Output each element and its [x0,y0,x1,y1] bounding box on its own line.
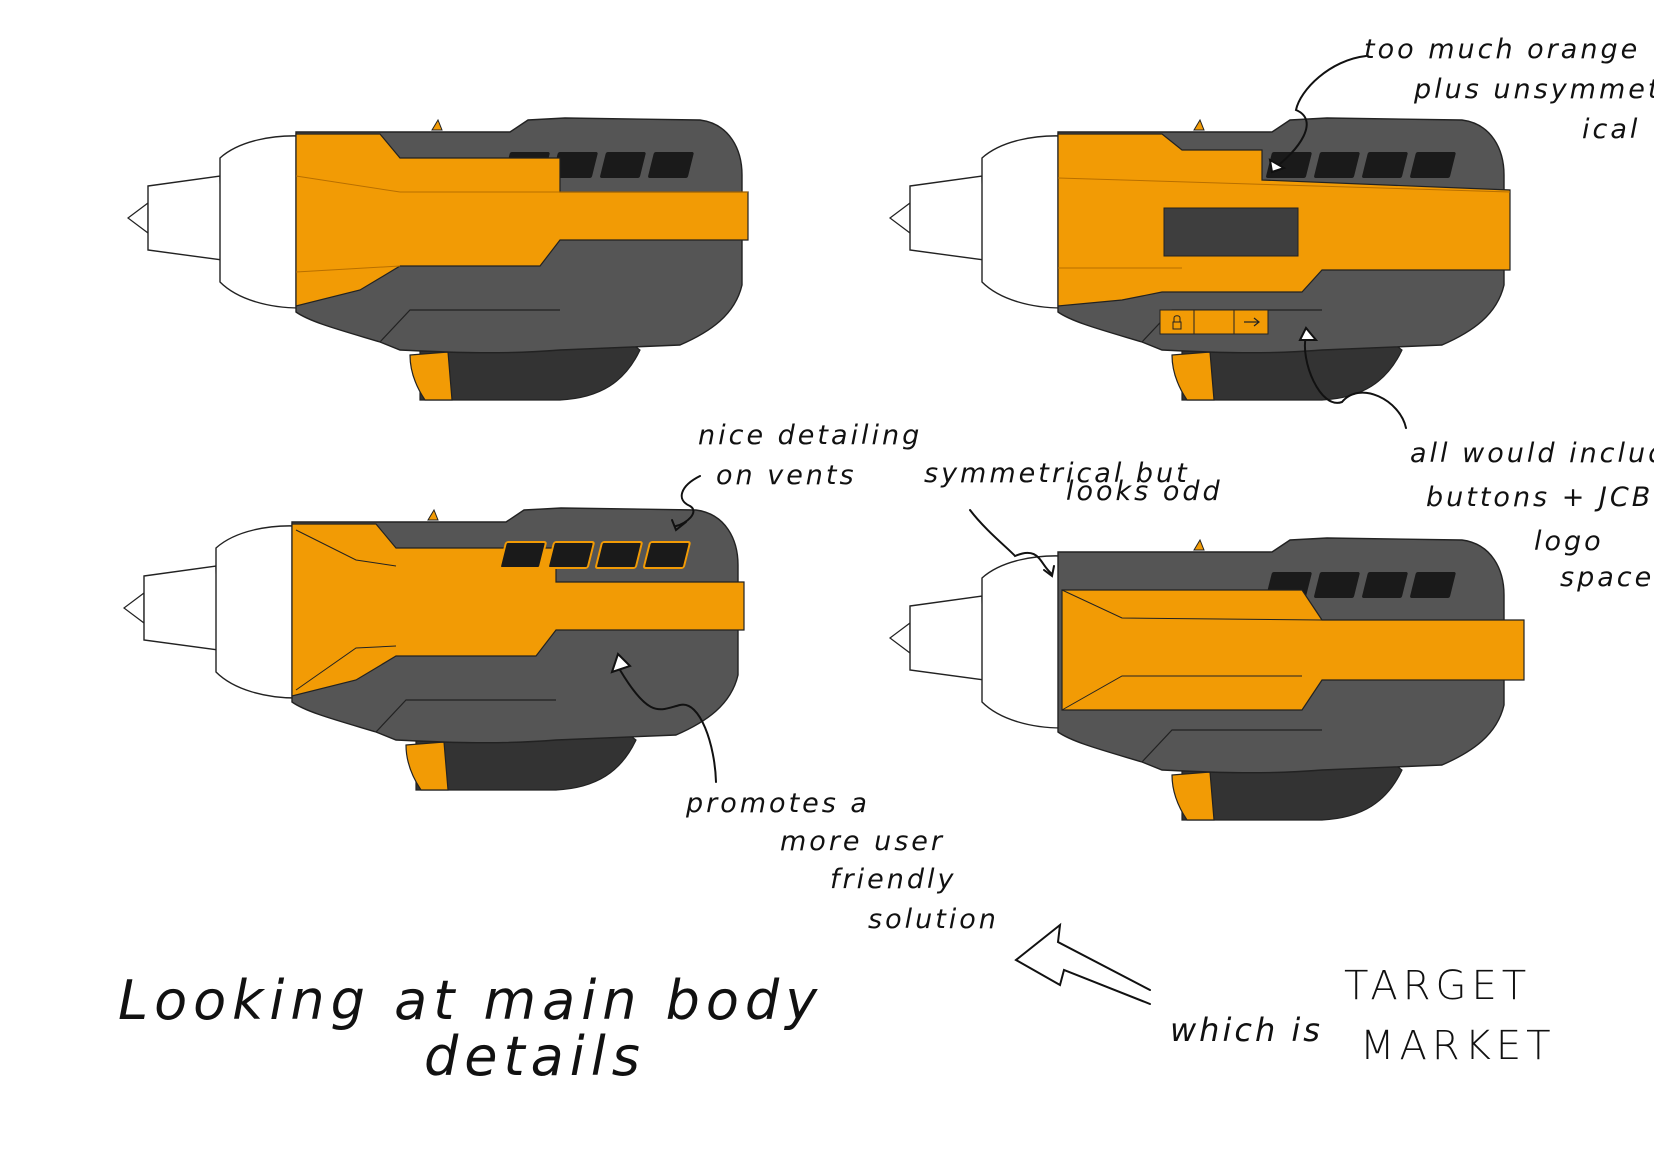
lock-icon [1172,315,1182,330]
display-screen [1163,207,1299,257]
drill-sketch-2 [889,117,1511,401]
button-strip [1159,309,1269,335]
heading-line-2: details [424,1025,646,1088]
drill-sketch-3 [123,507,745,791]
note-promotes-3: friendly [830,864,957,895]
note-symmetrical-1: symmetrical but [924,458,1190,489]
note-too-much-orange-2: plus unsymmetr [1414,74,1654,105]
note-buttons-1: all would include [1410,438,1654,469]
heading-line-1: Looking at main body [118,969,824,1032]
note-target: TARGET [1344,963,1532,1009]
drill-sketch-4 [889,537,1525,821]
note-symmetrical-2: looks odd [1066,476,1223,507]
note-vents-1: nice detailing [698,420,923,451]
note-too-much-orange-3: ical [1582,114,1641,145]
note-buttons-2: buttons + JCB [1426,482,1654,513]
note-buttons-3: logo [1534,526,1604,557]
note-too-much-orange-1: too much orange [1364,34,1641,65]
note-market: MARKET [1360,1023,1556,1069]
note-promotes-2: more user [780,826,946,857]
drill-sketch-1 [127,117,749,401]
note-vents-2: on vents [716,460,857,491]
note-which-is: which is [1170,1011,1323,1049]
arrow-right-icon [1244,317,1260,327]
note-promotes-1: promotes a [686,788,870,819]
note-promotes-4: solution [868,904,999,935]
note-buttons-4: space [1560,562,1654,593]
annotation-strokes [610,55,1407,1005]
